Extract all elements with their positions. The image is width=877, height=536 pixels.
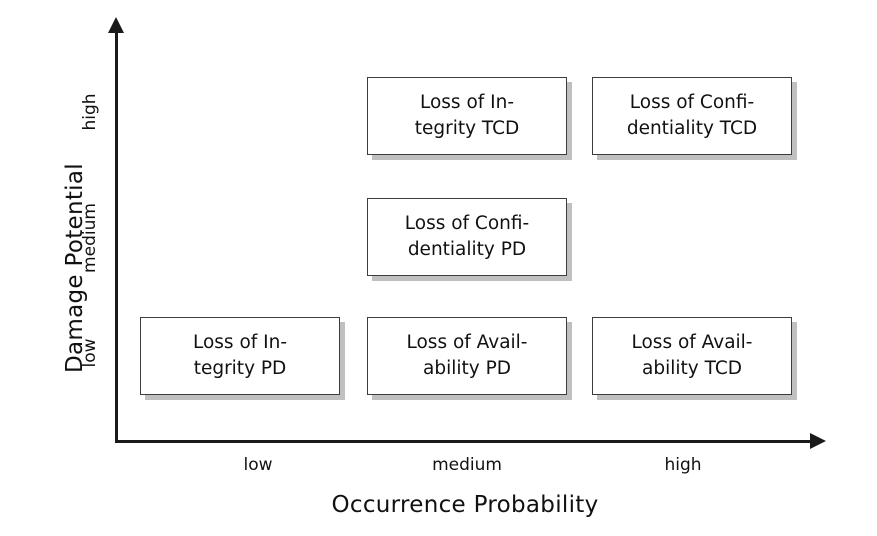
risk-cell-line2: ability TCD: [642, 358, 742, 379]
risk-cell-line2: tegrity PD: [193, 358, 287, 379]
risk-cell: Loss of Avail- ability PD: [367, 317, 567, 395]
y-axis-tick-low: low: [80, 338, 100, 368]
risk-cell-line2: tegrity TCD: [414, 118, 520, 139]
risk-cell: Loss of In- tegrity PD: [140, 317, 340, 395]
risk-cell-line1: Loss of Confi-: [629, 91, 755, 113]
y-axis-line: [115, 30, 118, 443]
y-axis-arrowhead-icon: [108, 17, 124, 33]
risk-cell-line2: dentiality PD: [407, 239, 527, 260]
risk-cell-line2: dentiality TCD: [626, 118, 758, 139]
x-axis-tick-low: low: [243, 455, 273, 475]
risk-cell: Loss of Confi- dentiality PD: [367, 198, 567, 276]
x-axis-arrowhead-icon: [810, 433, 826, 449]
risk-cell-line1: Loss of In-: [192, 331, 288, 353]
risk-cell-line2: ability PD: [423, 358, 511, 379]
x-axis-tick-high: high: [664, 455, 702, 475]
risk-cell-line1: Loss of Avail-: [406, 331, 528, 353]
x-axis-tick-medium: medium: [432, 455, 502, 475]
risk-cell: Loss of Avail- ability TCD: [592, 317, 792, 395]
y-axis-tick-high: high: [80, 93, 100, 131]
risk-cell-line1: Loss of In-: [419, 91, 515, 113]
risk-cell: Loss of Confi- dentiality TCD: [592, 77, 792, 155]
y-axis-tick-medium: medium: [80, 203, 100, 273]
x-axis-line: [115, 440, 815, 443]
risk-cell-line1: Loss of Avail-: [631, 331, 753, 353]
x-axis-title: Occurrence Probability: [331, 492, 599, 518]
risk-cell-line1: Loss of Confi-: [404, 212, 530, 234]
risk-cell: Loss of In- tegrity TCD: [367, 77, 567, 155]
